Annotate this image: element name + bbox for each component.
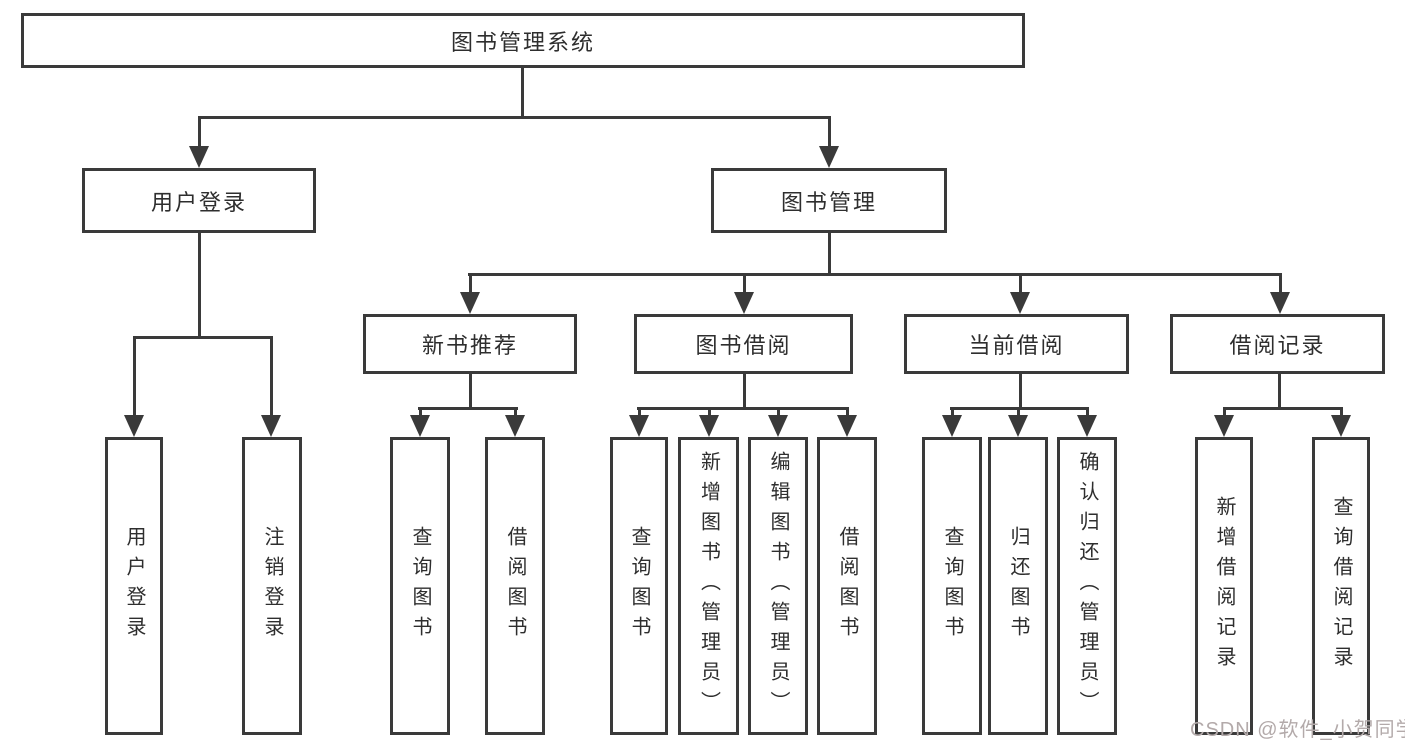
connector-line <box>469 273 472 298</box>
leaf-query-books-borrow-label: 查询图书 <box>628 526 650 646</box>
leaf-query-books-recommend-label: 查询图书 <box>409 526 431 646</box>
connector-line <box>270 336 273 417</box>
leaf-query-books-current-label: 查询图书 <box>941 526 963 646</box>
arrow-down-icon <box>1214 415 1234 437</box>
leaf-add-borrow-record: 新增借阅记录 <box>1195 437 1253 735</box>
node-root-label: 图书管理系统 <box>450 29 595 55</box>
connector-line <box>468 273 1282 276</box>
leaf-query-borrow-record: 查询借阅记录 <box>1312 437 1370 735</box>
leaf-query-books-current: 查询图书 <box>922 437 982 735</box>
node-book-management-label: 图书管理 <box>780 189 877 215</box>
connector-line <box>1086 407 1089 419</box>
arrow-down-icon <box>629 415 649 437</box>
arrow-down-icon <box>837 415 857 437</box>
leaf-add-book-admin: 新增图书（管理员） <box>678 437 739 735</box>
node-new-book-recommend-label: 新书推荐 <box>421 333 518 358</box>
arrow-down-icon <box>410 415 430 437</box>
connector-line <box>198 116 831 119</box>
leaf-add-borrow-record-label: 新增借阅记录 <box>1213 496 1235 676</box>
node-current-borrow: 当前借阅 <box>904 314 1129 374</box>
leaf-query-books-recommend: 查询图书 <box>390 437 450 735</box>
arrow-down-icon <box>699 415 719 437</box>
node-user-login: 用户登录 <box>82 168 316 233</box>
node-current-borrow-label: 当前借阅 <box>968 333 1065 358</box>
connector-line <box>419 407 422 419</box>
connector-line <box>418 407 518 410</box>
connector-line <box>828 116 831 148</box>
connector-line <box>1019 273 1022 298</box>
node-new-book-recommend: 新书推荐 <box>363 314 577 374</box>
connector-line <box>743 374 746 410</box>
leaf-confirm-return-admin: 确认归还（管理员） <box>1057 437 1117 735</box>
node-root: 图书管理系统 <box>21 13 1025 68</box>
arrow-down-icon <box>460 292 480 314</box>
leaf-borrow-books-recommend: 借阅图书 <box>485 437 545 735</box>
arrow-down-icon <box>1331 415 1351 437</box>
connector-line <box>514 407 517 419</box>
connector-line <box>198 233 201 339</box>
connector-line <box>1279 273 1282 298</box>
connector-line <box>777 407 780 419</box>
connector-line <box>469 374 472 410</box>
leaf-query-borrow-record-label: 查询借阅记录 <box>1330 496 1352 676</box>
arrow-down-icon <box>1010 292 1030 314</box>
leaf-borrow-books-borrow-label: 借阅图书 <box>836 526 858 646</box>
leaf-user-login: 用户登录 <box>105 437 163 735</box>
node-book-borrow-label: 图书借阅 <box>695 333 792 358</box>
arrow-down-icon <box>768 415 788 437</box>
arrow-down-icon <box>261 415 281 437</box>
node-book-borrow: 图书借阅 <box>634 314 853 374</box>
connector-line <box>198 116 201 148</box>
arrow-down-icon <box>124 415 144 437</box>
connector-line <box>1017 407 1020 419</box>
connector-line <box>951 407 954 419</box>
connector-line <box>1223 407 1342 410</box>
leaf-edit-book-admin: 编辑图书（管理员） <box>748 437 808 735</box>
leaf-confirm-return-admin-label: 确认归还（管理员） <box>1076 451 1098 721</box>
csdn-watermark: CSDN @软件_小贺同学 <box>1190 719 1405 741</box>
arrow-down-icon <box>819 146 839 168</box>
connector-line <box>1340 407 1343 419</box>
connector-line <box>828 233 831 276</box>
arrow-down-icon <box>1270 292 1290 314</box>
connector-line <box>133 336 136 417</box>
connector-line <box>743 273 746 298</box>
leaf-logout: 注销登录 <box>242 437 302 735</box>
arrow-down-icon <box>1077 415 1097 437</box>
leaf-borrow-books-recommend-label: 借阅图书 <box>504 526 526 646</box>
leaf-edit-book-admin-label: 编辑图书（管理员） <box>767 451 789 721</box>
connector-line <box>133 336 273 339</box>
arrow-down-icon <box>189 146 209 168</box>
arrow-down-icon <box>942 415 962 437</box>
leaf-add-book-admin-label: 新增图书（管理员） <box>697 451 720 721</box>
arrow-down-icon <box>734 292 754 314</box>
node-borrow-records-label: 借阅记录 <box>1229 333 1326 358</box>
node-user-login-label: 用户登录 <box>150 189 247 215</box>
connector-line <box>846 407 849 419</box>
connector-line <box>637 407 849 410</box>
arrow-down-icon <box>505 415 525 437</box>
leaf-user-login-label: 用户登录 <box>123 526 145 646</box>
connector-line <box>708 407 711 419</box>
leaf-return-books: 归还图书 <box>988 437 1048 735</box>
connector-line <box>1278 374 1281 410</box>
connector-line <box>638 407 641 419</box>
node-book-management: 图书管理 <box>711 168 947 233</box>
connector-line <box>521 68 524 116</box>
leaf-logout-label: 注销登录 <box>261 526 283 646</box>
arrow-down-icon <box>1008 415 1028 437</box>
leaf-borrow-books-borrow: 借阅图书 <box>817 437 877 735</box>
leaf-return-books-label: 归还图书 <box>1007 526 1029 646</box>
leaf-query-books-borrow: 查询图书 <box>610 437 668 735</box>
node-borrow-records: 借阅记录 <box>1170 314 1385 374</box>
connector-line <box>1223 407 1226 419</box>
connector-line <box>1019 374 1022 410</box>
